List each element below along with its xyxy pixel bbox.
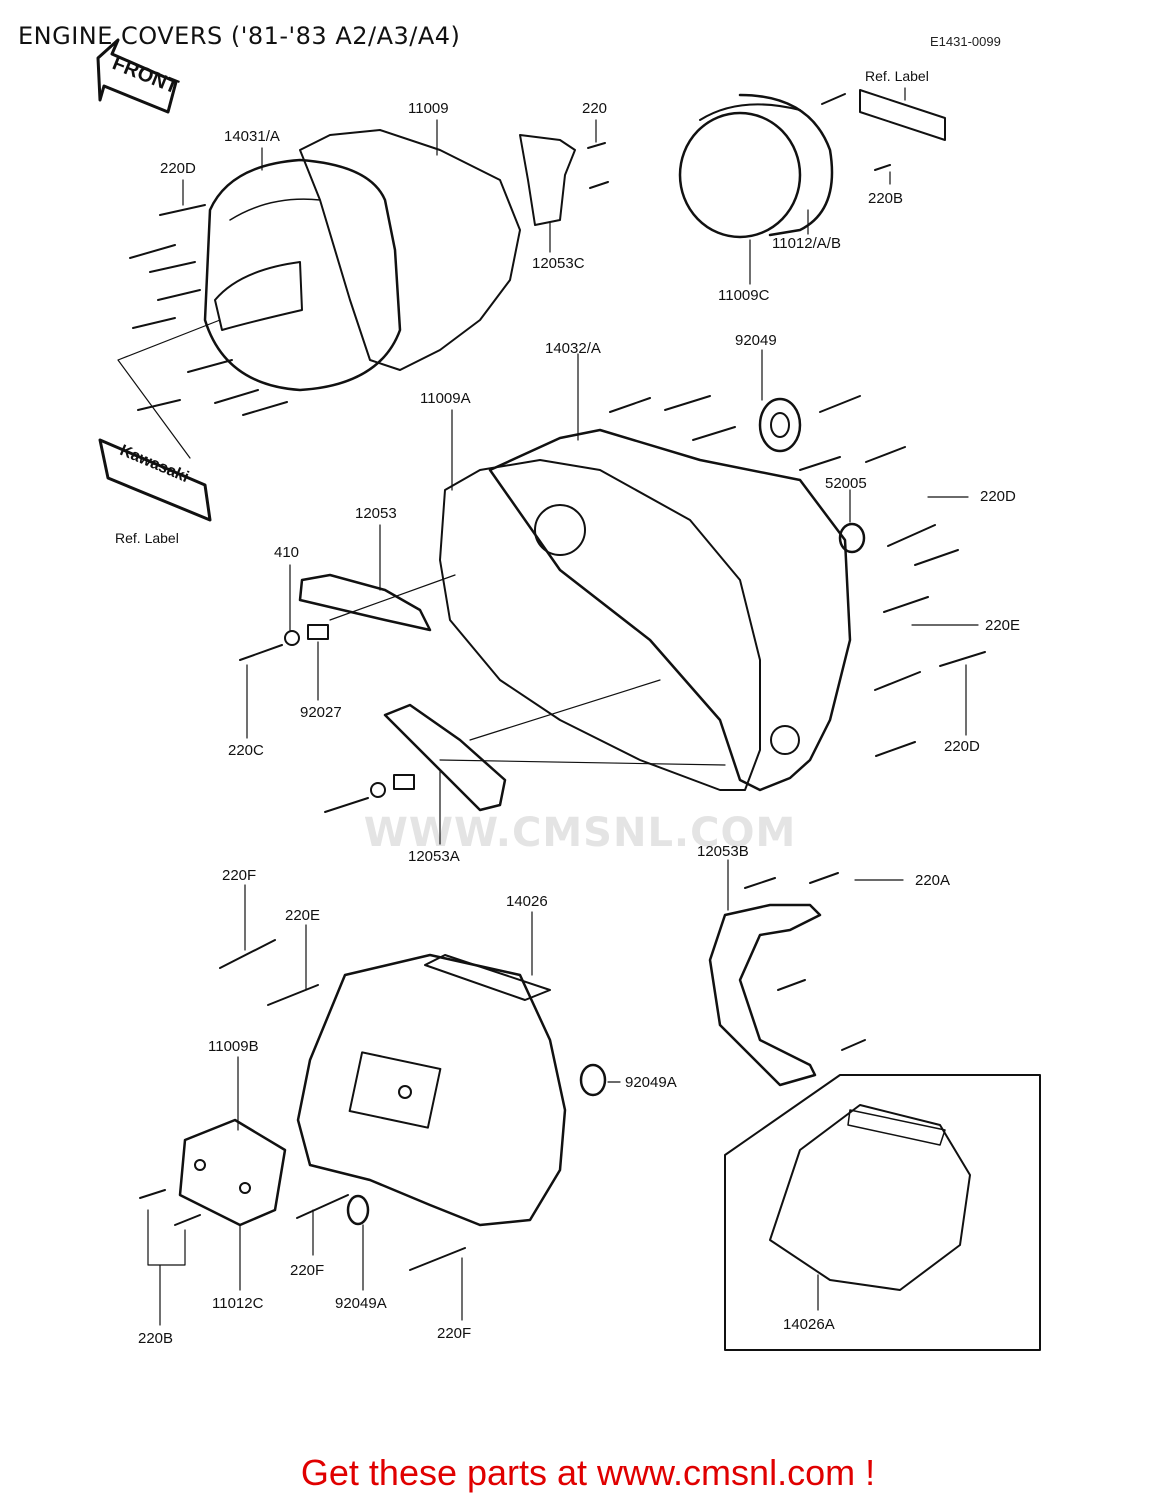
label-leaders <box>147 87 979 1326</box>
label-220d-right-2: 220D <box>944 738 980 755</box>
label-220c: 220C <box>228 742 264 759</box>
left-engine-cover <box>203 158 402 392</box>
chain-guide-12053 <box>298 573 432 632</box>
label-220d-right-1: 220D <box>980 488 1016 505</box>
label-12053a: 12053A <box>408 848 460 865</box>
oil-seal-92049 <box>758 397 802 453</box>
label-11009b: 11009B <box>208 1038 259 1055</box>
label-11012ab: 11012/A/B <box>772 235 841 252</box>
emblem-text: Kawasaki <box>117 442 191 486</box>
plug-52005 <box>838 522 866 554</box>
bracket-12053c <box>519 134 576 226</box>
sprocket-cover-14026 <box>296 953 567 1227</box>
front-arrow-icon: FRONT <box>96 38 181 114</box>
label-12053: 12053 <box>355 505 397 522</box>
page-title: ENGINE COVERS ('81-'83 A2/A3/A4) <box>18 22 461 50</box>
label-leader <box>117 319 221 459</box>
label-220-top: 220 <box>582 100 608 117</box>
label-92027: 92027 <box>300 704 342 721</box>
assembly-lines <box>329 574 726 766</box>
seal-92049a <box>346 1063 607 1226</box>
label-220e-right: 220E <box>985 617 1021 634</box>
inspection-plate <box>178 1118 287 1227</box>
label-220b-top: 220B <box>868 190 904 207</box>
main-engine-cover <box>439 428 852 792</box>
screw-group-lower <box>139 939 466 1271</box>
label-12053c: 12053C <box>532 255 585 272</box>
label-14026: 14026 <box>506 893 548 910</box>
screw-group-top-right <box>821 93 891 171</box>
label-14026a: 14026A <box>783 1316 835 1333</box>
label-ref-label-top: Ref. Label <box>865 68 929 84</box>
watermark-text: WWW.CMSNL.COM <box>363 810 797 856</box>
guide-hardware-lower <box>324 774 415 813</box>
label-11009c: 11009C <box>718 287 770 304</box>
footer-parts-link[interactable]: Get these parts at www.cmsnl.com ! <box>300 1452 876 1493</box>
label-14031a: 14031/A <box>224 128 280 145</box>
label-220b-bottom: 220B <box>138 1330 174 1347</box>
diagram-code: E1431-0099 <box>930 34 1001 49</box>
screw-group-main <box>609 395 986 757</box>
label-92049: 92049 <box>735 332 777 349</box>
label-220f-bottom: 220F <box>437 1325 472 1342</box>
label-11009a: 11009A <box>420 390 471 407</box>
label-92049a-bottom: 92049A <box>335 1295 387 1312</box>
label-410: 410 <box>274 544 300 561</box>
screw-group-bracket <box>744 872 866 1051</box>
label-92049a-right: 92049A <box>625 1074 677 1091</box>
label-220d-left: 220D <box>160 160 196 177</box>
ref-label-plate <box>859 89 946 141</box>
chain-guide-12053a <box>383 703 507 812</box>
label-12053b: 12053B <box>697 843 749 860</box>
inset-box-14026a <box>724 1074 1041 1351</box>
bracket-12053b <box>708 903 822 1087</box>
left-cover-gasket <box>299 129 521 371</box>
ring-cover-assembly <box>678 93 834 239</box>
label-220f-mid: 220F <box>290 1262 325 1279</box>
kawasaki-emblem: Kawasaki <box>98 438 212 522</box>
label-14032a: 14032/A <box>545 340 601 357</box>
screw-group-left <box>129 142 609 416</box>
label-220e-mid: 220E <box>285 907 321 924</box>
label-11012c: 11012C <box>212 1295 264 1312</box>
guide-hardware <box>239 624 329 661</box>
label-52005: 52005 <box>825 475 867 492</box>
label-220a: 220A <box>915 872 951 889</box>
label-11009: 11009 <box>408 100 449 117</box>
label-ref-label-left: Ref. Label <box>115 530 179 546</box>
label-220f-top: 220F <box>222 867 257 884</box>
